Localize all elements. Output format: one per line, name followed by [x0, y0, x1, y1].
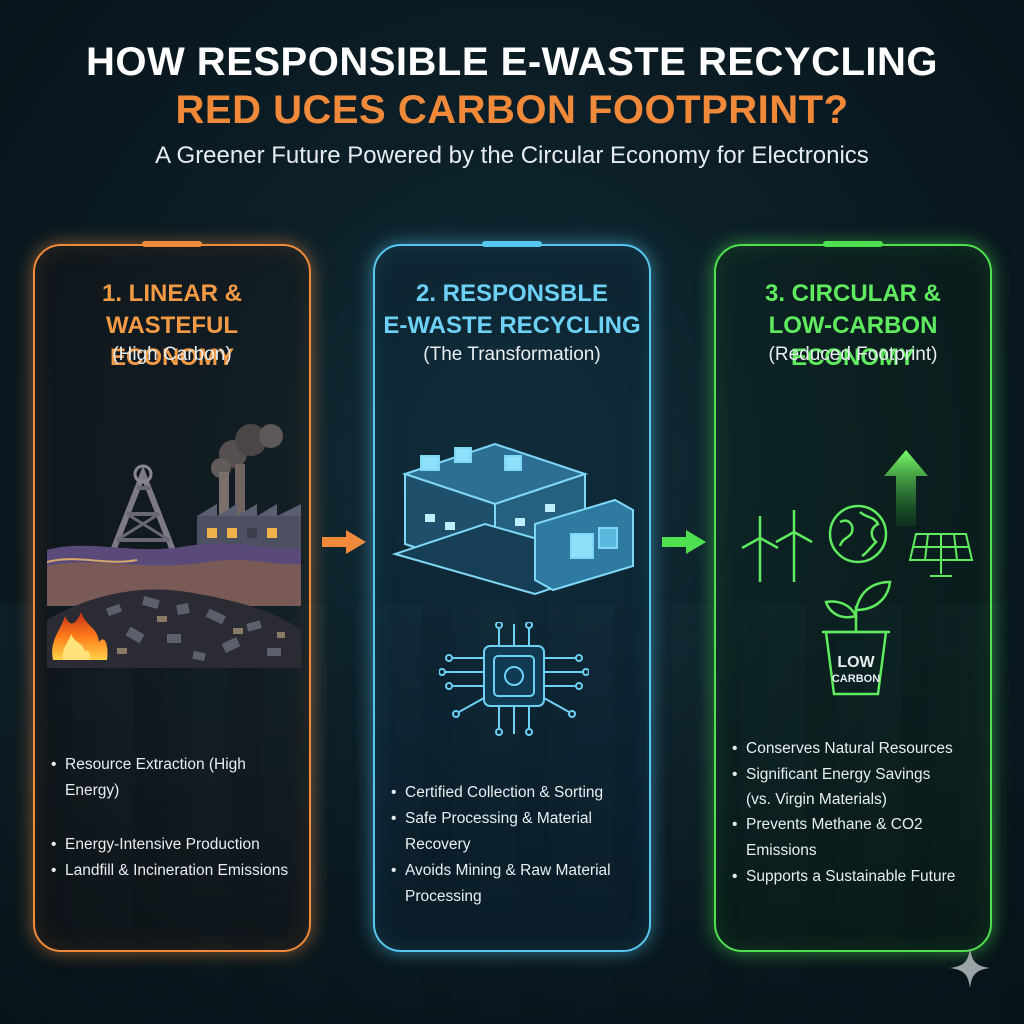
bullet-list: Certified Collection & Sorting Safe Proc… — [391, 780, 641, 910]
sparkle-icon — [950, 948, 990, 988]
solar-panel-icon — [908, 533, 974, 577]
panel-subtitle: (High Carbon) — [112, 344, 232, 365]
panel-title: 2. RESPONSBLE E-WASTE RECYCLING — [375, 278, 649, 342]
globe-icon — [828, 504, 888, 564]
list-item: Conserves Natural Resources — [732, 736, 982, 762]
page-title-line1: HOW RESPONSIBLE E-WASTE RECYCLING — [85, 40, 939, 84]
panel-notch — [823, 241, 883, 247]
panel-recycling: 2. RESPONSBLE E-WASTE RECYCLING (The Tra… — [373, 241, 651, 952]
panel-title-line1: 2. RESPONSBLE — [415, 280, 609, 307]
badge-line1: LOW — [837, 654, 875, 671]
wind-turbine-icon — [741, 510, 813, 582]
panel-title-line1: 1. LINEAR & WASTEFUL — [101, 280, 242, 339]
microchip-icon — [439, 622, 589, 736]
recycling-facility-icon — [391, 442, 634, 596]
panel-subtitle: (Reduced Footprint) — [768, 344, 938, 365]
arrow-right-icon — [662, 530, 706, 554]
list-item: Energy-Intensive Production — [51, 832, 301, 858]
list-item: Certified Collection & Sorting — [391, 780, 641, 806]
leaf-pot-icon — [822, 580, 892, 696]
list-item: Supports a Sustainable Future — [732, 864, 982, 890]
badge-line2: CARBON — [831, 673, 881, 685]
up-arrow-icon — [884, 450, 928, 526]
panel-notch — [142, 241, 202, 247]
panel-title: 3. CIRCULAR & LOW-CARBON ECONOMY — [716, 278, 990, 374]
panel-title-line2: ECONOMY — [109, 344, 234, 371]
bullet-list: Resource Extraction (High Energy) Energy… — [51, 752, 301, 884]
list-item: Landfill & Incineration Emissions — [51, 858, 301, 884]
panel-subtitle: (The Transformation) — [423, 344, 601, 365]
panel-linear-economy: 1. LINEAR & WASTEFUL ECONOMY (High Carbo… — [33, 241, 311, 952]
list-item: Safe Processing & Material Recovery — [391, 806, 641, 858]
panel-title-line2: E-WASTE RECYCLING — [383, 312, 641, 339]
panel-title: 1. LINEAR & WASTEFUL ECONOMY — [35, 278, 309, 374]
panel-title-line1: 3. CIRCULAR & — [764, 280, 941, 307]
page-title-line2: RED UCES CARBON FOOTPRINT? — [175, 88, 849, 132]
list-item: Significant Energy Savings — [732, 762, 982, 788]
list-item: Prevents Methane & CO2 Emissions — [732, 812, 982, 864]
panel-notch — [482, 241, 542, 247]
list-item-continuation: (vs. Virgin Materials) — [746, 791, 887, 808]
low-carbon-badge: LOW CARBON — [828, 654, 884, 686]
page-subtitle: A Greener Future Powered by the Circular… — [155, 142, 869, 169]
list-item: Avoids Mining & Raw Material Processing — [391, 858, 641, 910]
list-item: Resource Extraction (High Energy) — [51, 752, 301, 804]
panel-circular-economy: 3. CIRCULAR & LOW-CARBON ECONOMY (Reduce… — [714, 241, 992, 952]
bullet-list: Conserves Natural Resources Significant … — [732, 736, 982, 890]
panel-title-line2: LOW-CARBON ECONOMY — [768, 312, 938, 371]
arrow-right-icon — [322, 530, 366, 554]
mine-factory-landfill-icon — [47, 424, 301, 668]
